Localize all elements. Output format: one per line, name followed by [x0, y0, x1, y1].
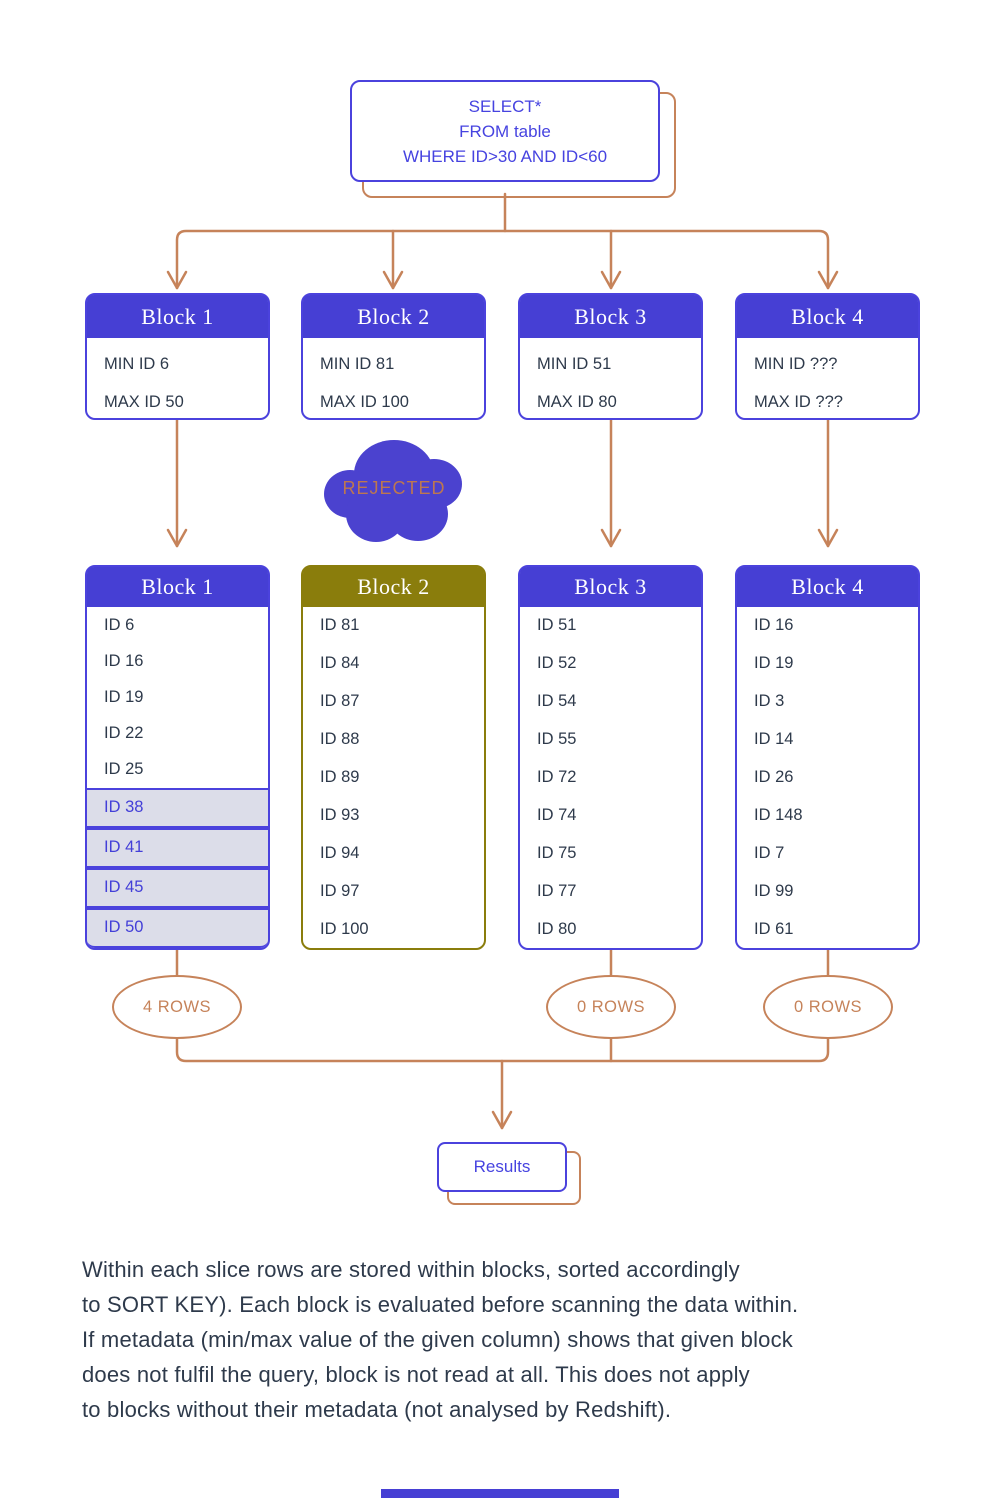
- data-row: ID 87: [320, 692, 360, 711]
- paragraph-line: If metadata (min/max value of the given …: [82, 1327, 794, 1352]
- query-line: FROM table: [459, 121, 551, 141]
- data-row: ID 72: [537, 768, 577, 786]
- arrow-down-icon: [382, 270, 404, 290]
- max-id-label: MAX ID 80: [537, 393, 617, 411]
- description-paragraph: Within each slice rows are stored within…: [82, 1252, 942, 1427]
- data-row: ID 6: [104, 615, 135, 634]
- data-row: ID 100: [320, 919, 369, 938]
- data-row: ID 148: [754, 805, 803, 824]
- results-label: Results: [473, 1157, 531, 1176]
- data-row: ID 75: [537, 843, 577, 862]
- data-row: ID 80: [537, 919, 577, 938]
- max-id-label: MAX ID ???: [754, 393, 843, 411]
- block-title: Block 4: [737, 295, 918, 338]
- cloud-icon: [324, 440, 462, 542]
- arrow-down-icon: [166, 528, 188, 548]
- min-id-label: MIN ID 51: [537, 355, 612, 373]
- arrow-down-icon: [166, 270, 188, 290]
- data-row: ID 81: [320, 616, 360, 635]
- data-block-1: Block 1 ID 6 ID 16 ID 19 ID 22 ID 25 ID …: [85, 565, 270, 950]
- block-title: Block 3: [520, 295, 701, 338]
- row-count-ellipse: 0 ROWS: [546, 975, 676, 1039]
- data-row: ID 74: [537, 805, 577, 824]
- metadata-block-2: Block 2 MIN ID 81 MAX ID 100: [301, 293, 486, 420]
- data-block-3: Block 3 ID 51 ID 52 ID 54 ID 55 ID 72 ID…: [518, 565, 703, 950]
- bottom-bar: [381, 1489, 619, 1498]
- data-row: ID 97: [320, 881, 360, 900]
- block-title: Block 4: [737, 567, 918, 607]
- query-box: SELECT* FROM table WHERE ID>30 AND ID<60: [350, 80, 660, 182]
- data-row: ID 7: [754, 843, 785, 862]
- rejected-cloud: [320, 434, 468, 548]
- block-title: Block 1: [87, 567, 268, 607]
- min-id-label: MIN ID ???: [754, 355, 838, 373]
- data-row-highlighted: ID 38: [87, 787, 268, 828]
- data-row-highlighted: ID 45: [87, 867, 268, 908]
- data-row: ID 26: [754, 768, 794, 786]
- arrow-down-icon: [600, 528, 622, 548]
- query-line: WHERE ID>30 AND ID<60: [402, 146, 608, 166]
- data-row: ID 22: [104, 723, 144, 742]
- row-count-ellipse: 4 ROWS: [112, 975, 242, 1039]
- arrow-down-icon: [491, 1110, 513, 1130]
- metadata-block-1: Block 1 MIN ID 6 MAX ID 50: [85, 293, 270, 420]
- bottom-bus-line: [175, 1034, 830, 1063]
- data-row: ID 14: [754, 730, 794, 749]
- block-title: Block 3: [520, 567, 701, 607]
- data-row: ID 84: [320, 654, 360, 673]
- data-block-2: Block 2 ID 81 ID 84 ID 87 ID 88 ID 89 ID…: [301, 565, 486, 950]
- rejected-label: REJECTED: [342, 478, 446, 498]
- data-row: ID 77: [537, 881, 577, 900]
- data-row: ID 3: [754, 692, 785, 711]
- arrow-down-icon: [817, 528, 839, 548]
- data-row: ID 16: [754, 616, 794, 635]
- top-bus-line: [175, 229, 830, 290]
- data-row: ID 94: [320, 843, 360, 862]
- metadata-block-4: Block 4 MIN ID ??? MAX ID ???: [735, 293, 920, 420]
- metadata-block-3: Block 3 MIN ID 51 MAX ID 80: [518, 293, 703, 420]
- data-row: ID 89: [320, 768, 360, 786]
- data-row: ID 19: [104, 687, 144, 706]
- min-id-label: MIN ID 6: [104, 355, 170, 373]
- data-row: ID 51: [537, 616, 577, 635]
- data-row: ID 25: [104, 759, 144, 778]
- query-line: SELECT*: [468, 96, 542, 116]
- block-title: Block 1: [87, 295, 268, 338]
- paragraph-line: Within each slice rows are stored within…: [82, 1257, 740, 1282]
- data-row-highlighted: ID 41: [87, 827, 268, 868]
- data-row: ID 93: [320, 805, 360, 824]
- row-count-ellipse: 0 ROWS: [763, 975, 893, 1039]
- data-row: ID 55: [537, 730, 577, 749]
- paragraph-line: to blocks without their metadata (not an…: [82, 1397, 672, 1422]
- arrow-down-icon: [600, 270, 622, 290]
- data-row: ID 61: [754, 919, 794, 938]
- data-row: ID 52: [537, 654, 577, 673]
- block-title: Block 2: [303, 567, 484, 607]
- results-box: Results: [437, 1142, 567, 1192]
- arrow-down-icon: [817, 270, 839, 290]
- data-row: ID 88: [320, 730, 360, 749]
- max-id-label: MAX ID 50: [104, 393, 184, 411]
- data-row: ID 99: [754, 881, 794, 900]
- data-row: ID 19: [754, 654, 794, 673]
- block-title: Block 2: [303, 295, 484, 338]
- data-row-highlighted: ID 50: [87, 907, 268, 948]
- paragraph-line: does not fulfil the query, block is not …: [82, 1362, 750, 1387]
- data-row: ID 54: [537, 692, 577, 711]
- min-id-label: MIN ID 81: [320, 355, 395, 373]
- max-id-label: MAX ID 100: [320, 393, 409, 411]
- paragraph-line: to SORT KEY). Each block is evaluated be…: [82, 1292, 799, 1317]
- data-block-4: Block 4 ID 16 ID 19 ID 3 ID 14 ID 26 ID …: [735, 565, 920, 950]
- data-row: ID 16: [104, 651, 144, 670]
